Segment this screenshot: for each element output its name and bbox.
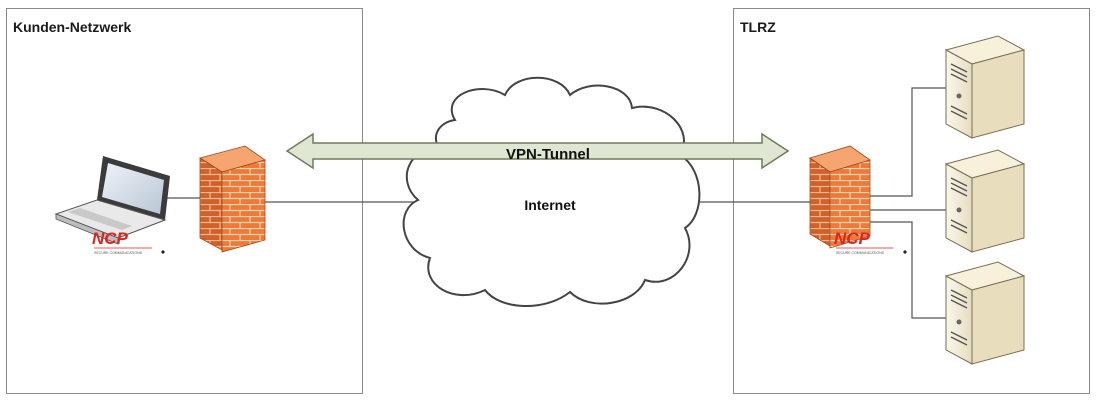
server-icon <box>944 261 1026 365</box>
ncp-logo-text: NCP <box>834 229 871 248</box>
firewall-icon <box>199 145 266 253</box>
cloud-icon <box>402 76 701 308</box>
zone-title-customer-network: Kunden-Netzwerk <box>13 19 132 35</box>
customer-network-zone: Kunden-Netzwerk <box>6 8 363 394</box>
zone-title-tlrz: TLRZ <box>740 19 776 35</box>
server-icon <box>944 149 1026 253</box>
ncp-logo-text: NCP <box>92 229 129 248</box>
internet-label: Internet <box>524 197 576 213</box>
firewall-icon <box>809 145 871 249</box>
connection-lines <box>160 87 946 319</box>
tlrz-zone: TLRZ <box>733 8 1090 394</box>
double-arrow-icon <box>285 132 790 170</box>
ncp-logo-tagline: SECURE COMMUNICATIONS <box>836 251 885 255</box>
server-icon <box>944 35 1026 139</box>
laptop-icon <box>54 156 170 245</box>
vpn-tunnel-label: VPN-Tunnel <box>506 146 590 163</box>
ncp-logo: NCP SECURE COMMUNICATIONS <box>92 229 165 255</box>
firewall-to-server-1-line <box>870 87 946 197</box>
ncp-logo-tagline: SECURE COMMUNICATIONS <box>94 251 143 255</box>
firewall-to-server-3-line <box>870 221 946 319</box>
ncp-logo: NCP SECURE COMMUNICATIONS <box>834 229 907 255</box>
